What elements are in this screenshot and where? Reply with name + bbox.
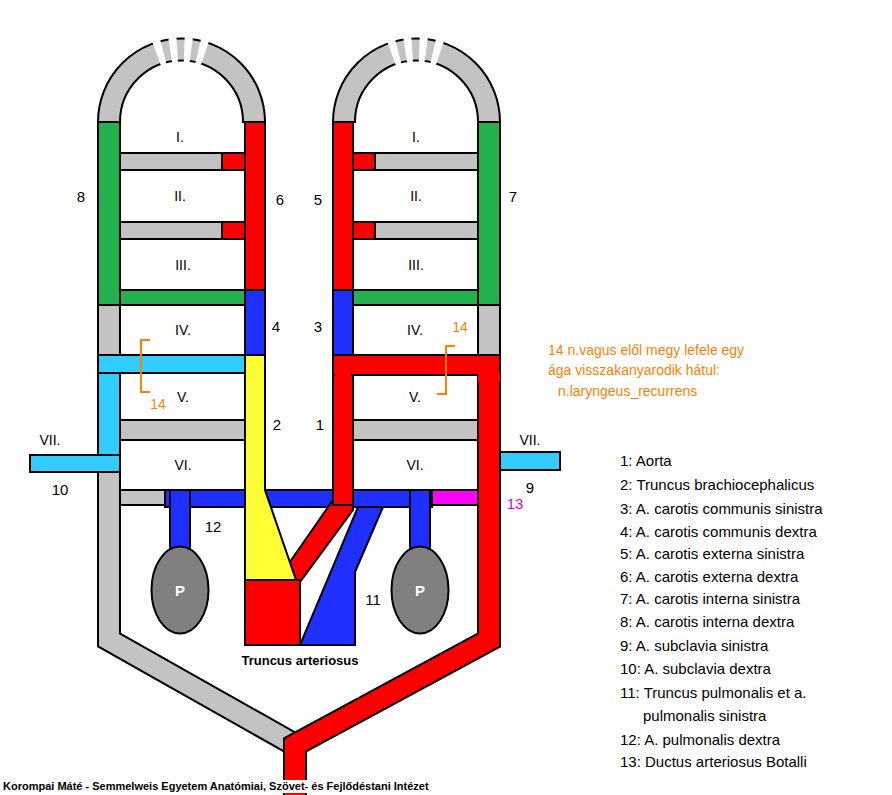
arch-bar [120, 153, 222, 170]
key-entry: 3: A. carotis communis sinistra [620, 500, 823, 517]
carotis-externa [245, 122, 265, 290]
key-entry: 13: Ductus arteriosus Botalli [620, 753, 807, 770]
key-entry: 5: A. carotis externa sinistra [620, 545, 804, 562]
lung-label: P [150, 582, 210, 599]
truncus-pulmonalis [300, 507, 383, 645]
callout-number: 3 [314, 318, 322, 335]
carotis-interna [120, 290, 245, 305]
callout-number: 1 [316, 416, 324, 433]
part-name: Truncus arteriosus [241, 654, 358, 669]
lung-bud: P [390, 545, 450, 635]
arch-number: II. [174, 188, 186, 204]
key-entry: 1: Aorta [620, 452, 672, 469]
arch-number: I. [176, 129, 184, 145]
callout-number: 14 [150, 396, 166, 412]
callout-number: 6 [276, 191, 284, 208]
arch-number: V. [409, 389, 421, 405]
note-text: 14 n.vagus elől megy lefele egy ága viss… [548, 340, 763, 380]
pulmonary-bar [165, 490, 432, 507]
arch-break [157, 50, 207, 54]
aortic-arch-join [335, 372, 351, 380]
vagus-mark [437, 346, 455, 394]
aorta [333, 375, 353, 505]
carotis-externa-stub [222, 222, 245, 239]
carotis-communis [333, 290, 353, 355]
callout-number: 14 [452, 319, 468, 335]
key-entry: 10: A. subclavia dextra [620, 660, 771, 677]
subclavia [98, 355, 245, 373]
arch-number: VII. [519, 432, 540, 448]
carotis-communis [245, 290, 265, 355]
key-entry: 6: A. carotis externa dextra [620, 568, 798, 585]
arch-bar [353, 420, 478, 440]
arch-loop [333, 39, 500, 122]
vagus-mark [141, 340, 150, 392]
dorsal-aorta-sinistra [295, 365, 489, 795]
callout-number: 11 [365, 591, 381, 608]
arch-number: III. [408, 257, 424, 273]
key-entry: 8: A. carotis interna dextra [620, 613, 794, 630]
arch-number: IV. [175, 322, 191, 338]
callout-number: 13 [507, 495, 524, 512]
credit-line: Korompai Máté - Semmelweis Egyetem Anató… [1, 780, 431, 793]
arch-number: VI. [174, 457, 191, 473]
callout-number: 10 [52, 481, 69, 498]
note-text: n.laryngeus_recurrens [558, 383, 697, 399]
arch-bar [375, 153, 478, 170]
lung-label: P [390, 582, 450, 599]
callout-number: 12 [205, 518, 222, 535]
callout-number: 5 [314, 191, 322, 208]
arch-break [392, 50, 442, 54]
key-entry: 7: A. carotis interna sinistra [620, 590, 800, 607]
subclavia [98, 373, 120, 455]
arch-number: I. [412, 129, 420, 145]
carotis-externa-stub [353, 222, 375, 239]
arch-number: VI. [406, 457, 423, 473]
arch-number: III. [175, 257, 191, 273]
callout-number: 8 [77, 188, 85, 205]
aortic-arch [333, 355, 500, 375]
arch-bar [375, 222, 478, 239]
truncus-brachiocephalicus [245, 355, 296, 580]
callout-number: 2 [273, 416, 281, 433]
arch-bar [98, 305, 120, 355]
truncus-arteriosus [245, 580, 300, 645]
key-entry: 11: Truncus pulmonalis et a. pulmonalis … [620, 681, 808, 727]
key-entry: 4: A. carotis communis dextra [620, 523, 817, 540]
callout-number: 4 [272, 318, 280, 335]
arch-bar [120, 490, 170, 505]
carotis-interna [98, 122, 120, 305]
carotis-interna [353, 290, 478, 305]
arch-loop [98, 39, 265, 122]
arch-bar [478, 305, 500, 355]
arch-number: VII. [39, 432, 60, 448]
key-entry: 2: Truncus brachiocephalicus [620, 476, 814, 493]
subclavia [30, 455, 120, 472]
arch-number: II. [410, 188, 422, 204]
pulmonalis-sinistra [410, 490, 430, 550]
subclavia [500, 452, 560, 470]
carotis-interna [478, 122, 500, 305]
lung-bud: P [150, 545, 210, 635]
dorsal-aorta-outline [295, 365, 489, 795]
arch-number: IV. [407, 322, 423, 338]
carotis-externa-stub [353, 153, 375, 170]
pulmonalis-dextra [170, 490, 190, 550]
carotis-externa [333, 122, 353, 290]
carotis-externa-stub [222, 153, 245, 170]
key-entry: 9: A. subclavia sinistra [620, 637, 768, 654]
callout-number: 9 [526, 479, 534, 496]
key-entry: 12: A. pulmonalis dextra [620, 731, 780, 748]
ductus-arteriosus [432, 490, 478, 505]
aortic-arch-join [478, 372, 500, 382]
callout-number: 7 [509, 188, 517, 205]
arch-bar [120, 420, 245, 440]
arch-bar [120, 222, 222, 239]
arch-number: V. [177, 389, 189, 405]
